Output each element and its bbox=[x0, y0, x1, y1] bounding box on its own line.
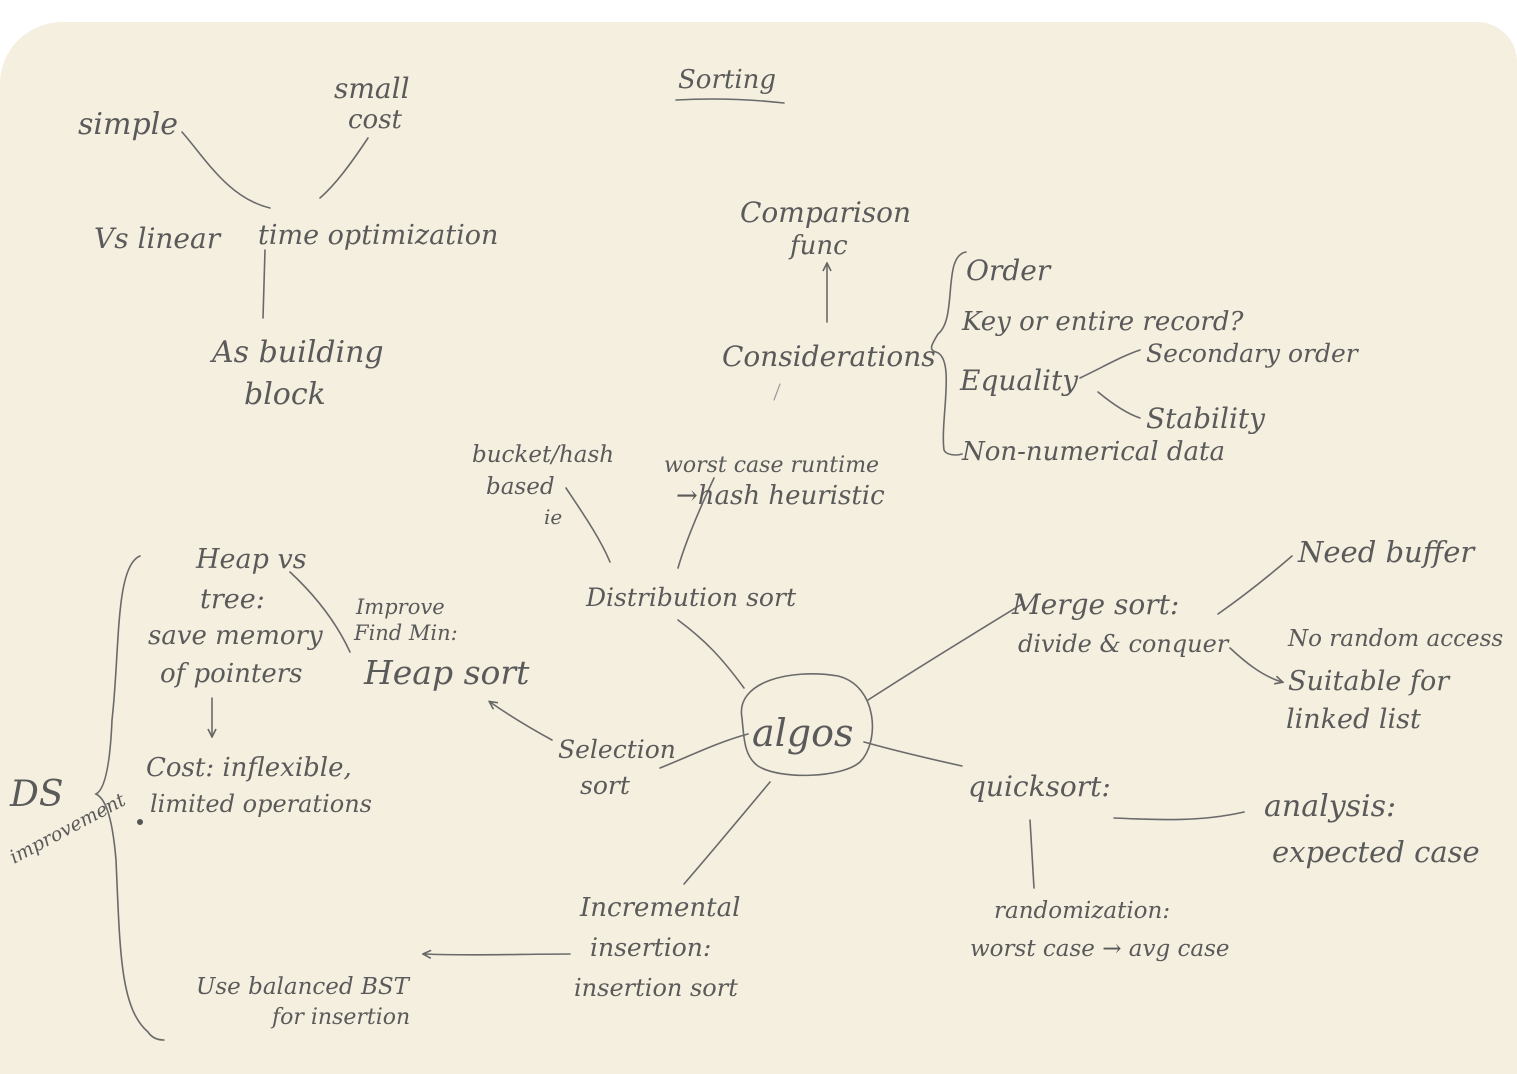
label-selection-2: sort bbox=[580, 771, 631, 800]
label-building-block-1: As building bbox=[209, 335, 384, 370]
line-simple bbox=[181, 131, 271, 209]
label-save-memory-1: save memory bbox=[148, 621, 323, 651]
label-equality: Equality bbox=[959, 364, 1079, 397]
label-secondary-order: Secondary order bbox=[1146, 339, 1360, 368]
label-selection-1: Selection bbox=[558, 735, 676, 764]
label-suitable-2: linked list bbox=[1286, 704, 1421, 735]
label-save-memory-2: of pointers bbox=[160, 659, 303, 689]
paper-sheet bbox=[0, 22, 1517, 1074]
label-improve-1: Improve bbox=[355, 595, 445, 619]
connector-lines bbox=[94, 98, 1293, 1041]
line-quicksort bbox=[863, 741, 963, 767]
label-incremental-1: Incremental bbox=[579, 893, 740, 923]
label-bucket-1: bucket/hash bbox=[472, 442, 614, 468]
line-selection bbox=[659, 733, 749, 769]
label-order: Order bbox=[966, 254, 1052, 287]
title-underline bbox=[675, 98, 785, 104]
label-considerations: Considerations bbox=[722, 340, 936, 373]
label-vs-linear: Vs linear bbox=[94, 222, 222, 255]
central-node-label: algos bbox=[752, 711, 854, 755]
label-random-1: randomization: bbox=[994, 898, 1170, 924]
label-incremental-3: insertion sort bbox=[574, 974, 738, 1002]
central-oval bbox=[740, 673, 874, 777]
label-bucket-3: ie bbox=[544, 505, 562, 529]
label-analysis-1: analysis: bbox=[1264, 789, 1396, 824]
label-analysis-2: expected case bbox=[1272, 835, 1480, 869]
label-key-or-record: Key or entire record? bbox=[961, 307, 1244, 337]
label-improve-2: Find Min: bbox=[353, 621, 458, 645]
label-random-2: worst case → avg case bbox=[970, 936, 1230, 962]
label-quicksort: quicksort: bbox=[968, 770, 1111, 803]
label-comparison-1: Comparison bbox=[740, 196, 911, 229]
label-bst-2: for insertion bbox=[270, 1005, 410, 1030]
line-worst-case bbox=[677, 477, 715, 569]
label-comparison-2: func bbox=[788, 231, 848, 261]
label-simple: simple bbox=[78, 107, 178, 142]
line-incremental bbox=[683, 781, 771, 885]
label-bst-1: Use balanced BST bbox=[196, 974, 411, 1000]
bullet-dot bbox=[137, 819, 143, 825]
line-building-block bbox=[262, 249, 266, 319]
label-time-optimization: time optimization bbox=[258, 220, 498, 251]
line-stability bbox=[1097, 391, 1141, 419]
line-secondary-order bbox=[1079, 349, 1141, 379]
label-cost-1: Cost: inflexible, bbox=[146, 753, 352, 783]
label-no-random: No random access bbox=[1287, 626, 1503, 652]
label-worst-case-1: worst case runtime bbox=[664, 453, 879, 478]
tick-mark bbox=[773, 383, 781, 401]
label-ds: DS bbox=[9, 774, 64, 815]
label-worst-case-2: →hash heuristic bbox=[676, 481, 885, 511]
line-analysis bbox=[1113, 811, 1245, 821]
label-bucket-2: based bbox=[486, 474, 555, 500]
line-distribution bbox=[677, 619, 745, 689]
label-merge-1: Merge sort: bbox=[1011, 588, 1179, 621]
label-small-cost-1: small bbox=[334, 72, 410, 105]
label-heap-vs-2: tree: bbox=[200, 584, 265, 615]
line-heap-vs bbox=[289, 571, 351, 653]
label-heap-vs-1: Heap vs bbox=[195, 544, 307, 575]
line-small-cost bbox=[319, 137, 369, 199]
label-small-cost-2: cost bbox=[348, 105, 403, 135]
line-merge bbox=[867, 603, 1023, 701]
label-non-numerical: Non-numerical data bbox=[961, 437, 1225, 467]
brace-considerations bbox=[930, 251, 967, 456]
label-heap-sort: Heap sort bbox=[363, 653, 530, 692]
label-distribution-sort: Distribution sort bbox=[585, 583, 797, 612]
line-bucket bbox=[565, 487, 611, 563]
label-need-buffer: Need buffer bbox=[1297, 535, 1476, 569]
label-stability: Stability bbox=[1146, 402, 1266, 435]
labels: Sorting simple small cost Vs linear time… bbox=[6, 65, 1503, 1030]
arrow-heap-sort bbox=[490, 702, 553, 741]
line-randomization bbox=[1029, 819, 1035, 889]
label-suitable-1: Suitable for bbox=[1288, 666, 1451, 697]
label-cost-2: limited operations bbox=[150, 790, 372, 818]
page-title: Sorting bbox=[678, 65, 776, 95]
line-need-buffer bbox=[1217, 555, 1293, 615]
arrow-bst bbox=[424, 954, 571, 955]
brace-ds bbox=[94, 555, 165, 1041]
label-incremental-2: insertion: bbox=[590, 933, 711, 962]
label-merge-2: divide & conquer bbox=[1018, 630, 1230, 658]
label-building-block-2: block bbox=[244, 377, 326, 412]
arrow-suitable bbox=[1229, 647, 1282, 682]
